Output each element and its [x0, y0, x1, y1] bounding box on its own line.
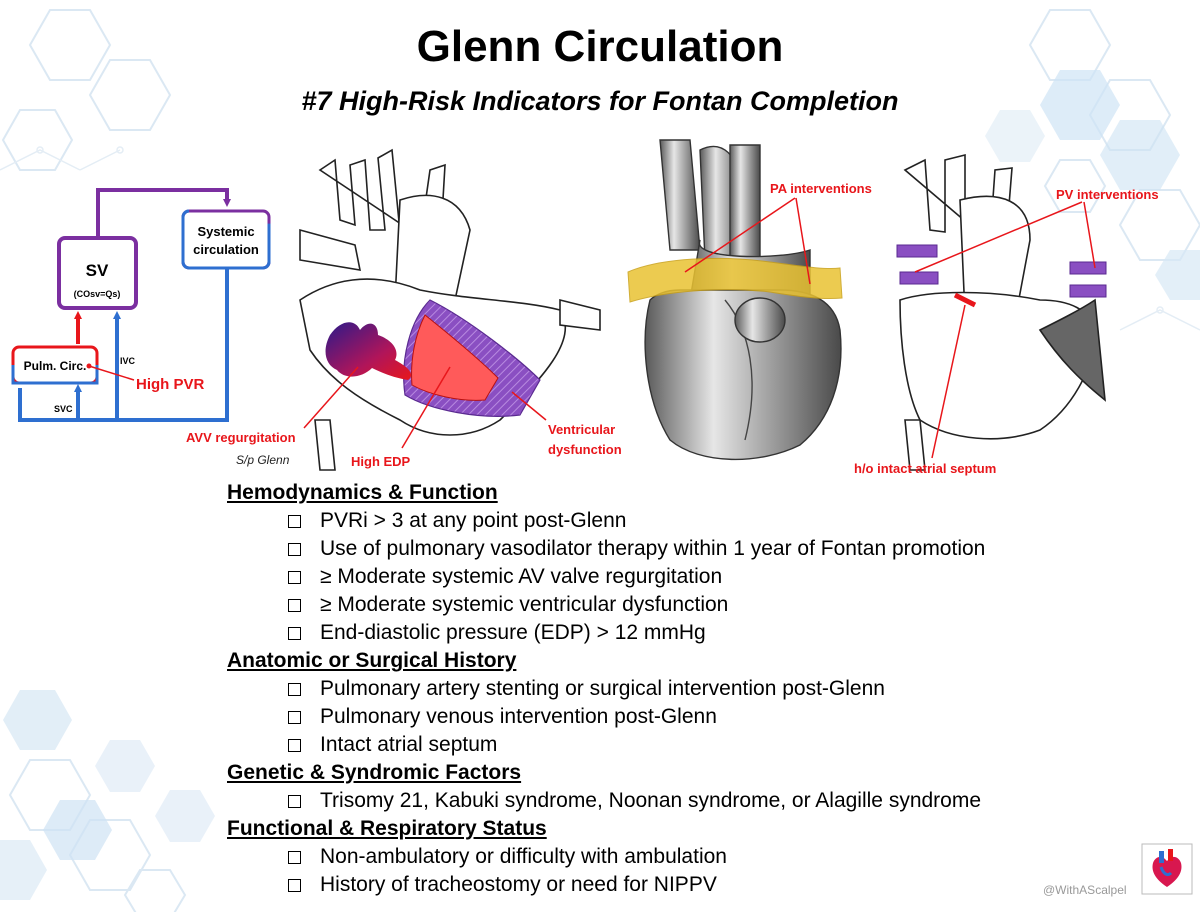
checkbox-icon: [288, 739, 301, 752]
checkbox-icon: [288, 795, 301, 808]
list-item-text: Intact atrial septum: [320, 733, 498, 756]
sv-sub-label: (COsv=Qs): [74, 289, 121, 299]
list-item: History of tracheostomy or need for NIPP…: [227, 871, 1127, 899]
purple-flow-line: [96, 188, 231, 238]
list-item-text: Trisomy 21, Kabuki syndrome, Noonan synd…: [320, 789, 982, 812]
checkbox-icon: [288, 879, 301, 892]
atrial-septum-mark: [953, 292, 977, 308]
pv-band-upper-right: [1069, 261, 1107, 275]
list-item: Use of pulmonary vasodilator therapy wit…: [227, 535, 1127, 563]
avv-regurgitation-label: AVV regurgitation: [186, 430, 296, 445]
page-subtitle: #7 High-Risk Indicators for Fontan Compl…: [301, 86, 899, 116]
list-item-text: ≥ Moderate systemic AV valve regurgitati…: [320, 565, 723, 588]
section-heading: Genetic & Syndromic Factors: [227, 761, 522, 784]
list-item: Trisomy 21, Kabuki syndrome, Noonan synd…: [227, 787, 1127, 815]
intact-septum-label: h/o intact atrial septum: [854, 461, 996, 476]
systemic-box: [181, 209, 271, 270]
checkbox-icon: [288, 627, 301, 640]
list-item: Intact atrial septum: [227, 731, 1127, 759]
checkbox-icon: [288, 599, 301, 612]
list-item: Pulmonary artery stenting or surgical in…: [227, 675, 1127, 703]
pv-band-upper-left: [896, 244, 938, 258]
checkbox-icon: [288, 571, 301, 584]
section-heading: Hemodynamics & Function: [227, 481, 498, 504]
author-credit: @WithAScalpel: [1043, 883, 1127, 897]
section-heading: Anatomic or Surgical History: [227, 649, 517, 672]
pa-band: [627, 257, 843, 303]
checkbox-icon: [288, 851, 301, 864]
pv-band-lower-left: [899, 271, 939, 285]
list-item: ≥ Moderate systemic ventricular dysfunct…: [227, 591, 1127, 619]
pv-interventions-label: PV interventions: [1056, 187, 1159, 202]
list-item-text: Pulmonary artery stenting or surgical in…: [320, 677, 885, 700]
circulation-flow-diagram: SV (COsv=Qs) Systemic circulation Pulm. …: [11, 188, 271, 422]
heart-logo-icon: [1141, 843, 1193, 895]
pulm-circ-label: Pulm. Circ.: [24, 359, 87, 373]
checkbox-icon: [288, 543, 301, 556]
sp-glenn-label: S/p Glenn: [236, 453, 290, 467]
list-item-text: PVRi > 3 at any point post-Glenn: [320, 509, 627, 532]
high-pvr-label: High PVR: [136, 376, 205, 393]
list-item: ≥ Moderate systemic AV valve regurgitati…: [227, 563, 1127, 591]
ivc-label: IVC: [120, 356, 136, 366]
list-item-text: Use of pulmonary vasodilator therapy wit…: [320, 537, 986, 560]
list-item: Non-ambulatory or difficulty with ambula…: [227, 843, 1127, 871]
list-item-text: Pulmonary venous intervention post-Glenn: [320, 705, 717, 728]
page-title: Glenn Circulation: [416, 22, 784, 71]
high-edp-cavity: [411, 314, 499, 401]
sv-box: [57, 236, 138, 310]
blue-return-line: [18, 268, 229, 422]
high-edp-label: High EDP: [351, 454, 411, 469]
ventricular-label-2: dysfunction: [548, 442, 622, 457]
checkbox-icon: [288, 711, 301, 724]
ventricular-label-1: Ventricular: [548, 422, 615, 437]
list-item: End-diastolic pressure (EDP) > 12 mmHg: [227, 619, 1127, 647]
sv-label: SV: [86, 261, 109, 280]
pa-interventions-label: PA interventions: [770, 181, 872, 196]
systemic-label-2: circulation: [193, 242, 259, 257]
list-item-text: Non-ambulatory or difficulty with ambula…: [320, 845, 727, 868]
list-item: Pulmonary venous intervention post-Glenn: [227, 703, 1127, 731]
checkbox-icon: [288, 683, 301, 696]
pv-band-lower-right: [1069, 284, 1107, 298]
svc-label: SVC: [54, 404, 73, 414]
heart-drawing-pv: [899, 153, 1106, 471]
avv-regurgitation-jet: [325, 322, 412, 380]
section-heading: Functional & Respiratory Status: [227, 817, 547, 840]
list-item-text: End-diastolic pressure (EDP) > 12 mmHg: [320, 621, 706, 644]
list-item-text: ≥ Moderate systemic ventricular dysfunct…: [320, 593, 729, 616]
list-item: PVRi > 3 at any point post-Glenn: [227, 507, 1127, 535]
list-item-text: History of tracheostomy or need for NIPP…: [320, 873, 717, 896]
checkbox-icon: [288, 515, 301, 528]
systemic-label-1: Systemic: [197, 224, 254, 239]
heart-drawing-pa: [644, 139, 842, 461]
